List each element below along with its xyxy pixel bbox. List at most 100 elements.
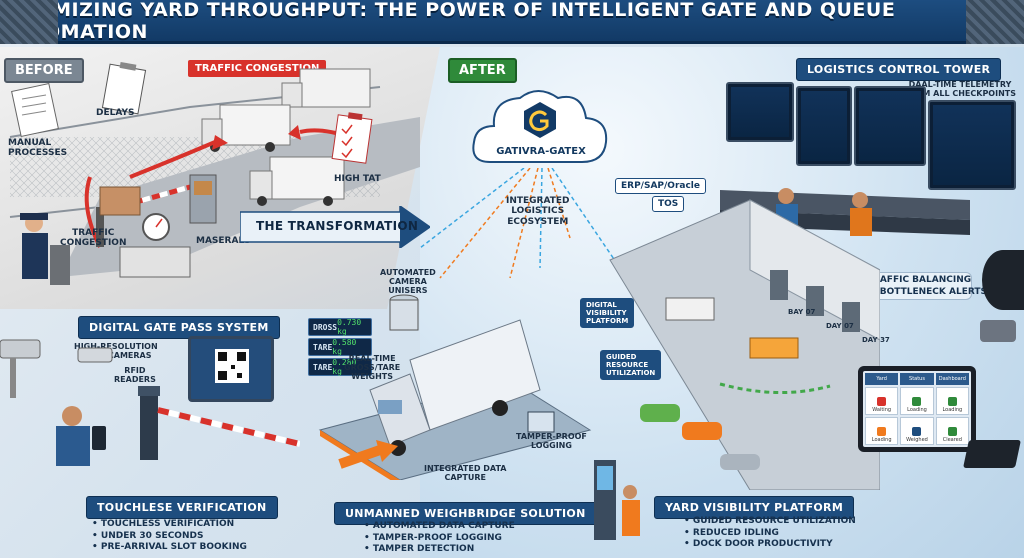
banner-corner-right <box>966 0 1024 44</box>
cloud-platform <box>472 90 608 163</box>
green-car-icon <box>640 404 680 422</box>
tablet-cell[interactable]: Loading <box>865 417 899 445</box>
tablet-header-dashboard: Dashboard <box>935 373 969 385</box>
checklist-icon <box>331 112 373 164</box>
gatex-logo-icon <box>524 102 556 138</box>
tablet-cell[interactable]: Waiting <box>865 387 899 415</box>
guard-person-icon <box>20 213 70 285</box>
traffic-congestion-tag: TRAFFIC CONGESTION <box>188 60 327 77</box>
headset-icon <box>982 250 1024 310</box>
monitor-4 <box>928 100 1016 190</box>
bullet-dock-door: DOCK DOOR PRODUCTIVITY <box>684 539 856 551</box>
truck-icon <box>369 319 541 456</box>
cloud-name: GATIVRA-GATEX <box>496 146 586 157</box>
bullet-under-30: UNDER 30 SECONDS <box>92 531 247 543</box>
ecosystem-label: INTEGRATED LOGISTICS ECOSYSTEM <box>506 196 570 227</box>
sign-guided: GUIDED RESOURCE UTILIZATION <box>600 350 662 380</box>
erp-chip: ERP/SAP/Oracle <box>615 178 706 194</box>
paper-documents-icon <box>11 82 59 138</box>
worker-icon <box>622 485 640 536</box>
driver-person-icon <box>56 406 106 466</box>
tablet-cell[interactable]: Loading <box>935 387 969 415</box>
weighbridge-bullets: AUTOMATED DATA CAPTURE TAMPER-PROOF LOGG… <box>364 521 515 556</box>
rfid-label: RFID READERS <box>114 366 156 385</box>
control-tower-bullets: DYNAMIC TRAFFIC BALANCING PREDICTIVE BOT… <box>808 275 987 298</box>
boom-barrier <box>157 407 300 447</box>
yard-title: YARD VISIBILITY PLATFORM <box>654 496 855 519</box>
bullet-resource-utilization: GUIDED RESOURCE UTILIZATION <box>684 516 856 528</box>
delays-label: DELAYS <box>96 108 135 118</box>
small-cart <box>99 186 141 216</box>
scale-icon <box>119 213 191 278</box>
control-tower-title: LOGISTICS CONTROL TOWER <box>796 58 1002 81</box>
bullet-tamper-detection: TAMPER DETECTION <box>364 544 515 556</box>
monitor-2 <box>796 86 852 166</box>
after-tag: AFTER <box>448 58 517 83</box>
orange-car-icon <box>682 422 722 440</box>
yard-illustration <box>609 199 880 490</box>
tablet-cell[interactable]: Loading <box>900 387 934 415</box>
truck-queue <box>201 68 371 206</box>
router-device-icon <box>963 440 1021 468</box>
cctv-camera-icon <box>0 339 41 398</box>
kiosk-illustration <box>594 460 640 540</box>
weighbridge-illustration <box>318 294 592 480</box>
transformation-label: THE TRANSFORMATION <box>256 219 419 233</box>
grey-car-icon <box>720 454 760 470</box>
yard-bullets: GUIDED RESOURCE UTILIZATION REDUCED IDLI… <box>684 516 856 551</box>
qr-screen <box>188 336 274 402</box>
transformation-arrow <box>240 206 430 248</box>
yard-tablet[interactable]: Yard Status Dashboard Waiting Loading Lo… <box>858 366 976 452</box>
tamper-logging-icon <box>527 411 555 433</box>
server-icon <box>389 294 419 331</box>
tos-chip: TOS <box>652 196 685 212</box>
bullet-slot-booking: PRE-ARRIVAL SLOT BOOKING <box>92 542 247 554</box>
high-tat-label: HIGH TAT <box>334 174 381 184</box>
bullet-touchless: TOUCHLESS VERIFICATION <box>92 519 247 531</box>
touchless-bullets: TOUCHLESS VERIFICATION UNDER 30 SECONDS … <box>92 519 247 554</box>
integrated-capture-label: INTEGRATED DATA CAPTURE <box>424 464 507 483</box>
bullet-reduced-idling: REDUCED IDLING <box>684 528 856 540</box>
old-barrier-post <box>96 207 104 247</box>
sign-visibility: DIGITAL VISIBILITY PLATFORM <box>580 298 635 328</box>
tamper-logging-label: TAMPER-PROOF LOGGING <box>516 432 587 451</box>
bay-2-label: DAY 07 <box>826 322 854 330</box>
anpr-camera-icon <box>77 347 113 363</box>
monitor-3 <box>854 86 926 166</box>
operator-2-icon <box>850 192 872 236</box>
bullet-data-capture: AUTOMATED DATA CAPTURE <box>364 521 515 533</box>
bullet-traffic-balancing: DYNAMIC TRAFFIC BALANCING <box>808 275 987 287</box>
monitor-1 <box>726 82 794 142</box>
gate-post <box>138 386 160 460</box>
tablet-header-yard: Yard <box>865 373 899 385</box>
before-tag: BEFORE <box>4 58 84 83</box>
data-flow-arrows <box>420 168 621 279</box>
orange-truck-icon <box>749 337 799 359</box>
camera-units-label: AUTOMATED CAMERA UNISERS <box>380 268 436 296</box>
before-illustration <box>9 62 420 285</box>
page-title: OPTIMIZING YARD THROUGHPUT: THE POWER OF… <box>0 0 896 43</box>
sensor-device-icon <box>980 320 1016 342</box>
realtime-weights-label: REAL-TIME GROSS/TARE WEIGHTS <box>344 354 401 382</box>
qr-code-icon <box>215 349 249 383</box>
bullet-bottleneck-alerts: PREDICTIVE BOTTLENECK ALERTS <box>808 287 987 299</box>
tablet-header-status: Status <box>900 373 934 385</box>
gate-illustration <box>0 339 300 466</box>
tablet-cell[interactable]: Cleared <box>935 417 969 445</box>
weighbridge-title: UNMANNED WEIGHBRIDGE SOLUTION <box>334 502 597 525</box>
clipboard-icon <box>101 62 147 115</box>
gate-pass-title: DIGITAL GATE PASS SYSTEM <box>78 316 280 339</box>
maserals-label: MASERALS <box>196 236 251 246</box>
banner-corner-left <box>0 0 58 44</box>
yard-truck-icon <box>665 297 715 321</box>
tablet-cell[interactable]: Weighed <box>900 417 934 445</box>
title-banner: OPTIMIZING YARD THROUGHPUT: THE POWER OF… <box>0 0 1024 44</box>
manual-processes-label: MANUAL PROCESSES <box>8 138 68 159</box>
touchless-title: TOUCHLESE VERIFICATION <box>86 496 278 519</box>
traffic-congestion-label: TRAFFIC CONGESTION <box>60 228 127 249</box>
bullet-tamper-logging: TAMPER-PROOF LOGGING <box>364 533 515 545</box>
bay-1-label: BAY 07 <box>788 308 816 316</box>
